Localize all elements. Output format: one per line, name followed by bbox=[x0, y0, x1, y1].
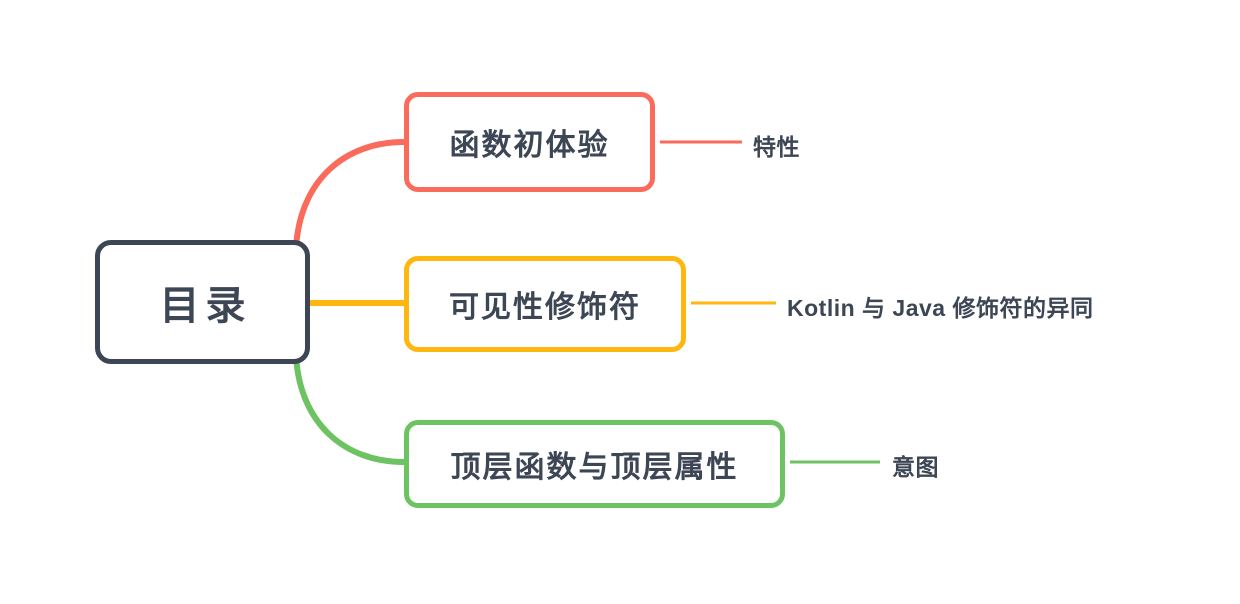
connector-root-to-branch3 bbox=[293, 353, 407, 465]
branch-node-3[interactable]: 顶层函数与顶层属性 bbox=[404, 420, 785, 508]
connector-root-to-branch1 bbox=[293, 139, 407, 251]
branch-node-3-label: 顶层函数与顶层属性 bbox=[450, 451, 739, 484]
branch-node-2[interactable]: 可见性修饰符 bbox=[404, 256, 686, 352]
branch-node-2-label: 可见性修饰符 bbox=[449, 291, 641, 324]
root-node[interactable]: 目录 bbox=[95, 240, 310, 364]
leaf-label-1[interactable]: 特性 bbox=[753, 134, 800, 160]
branch-node-1-label: 函数初体验 bbox=[449, 129, 610, 162]
leaf-label-3[interactable]: 意图 bbox=[892, 454, 939, 480]
root-node-label: 目录 bbox=[159, 284, 252, 328]
branch-node-1[interactable]: 函数初体验 bbox=[404, 92, 655, 192]
leaf-label-2[interactable]: Kotlin 与 Java 修饰符的异同 bbox=[787, 295, 1094, 321]
